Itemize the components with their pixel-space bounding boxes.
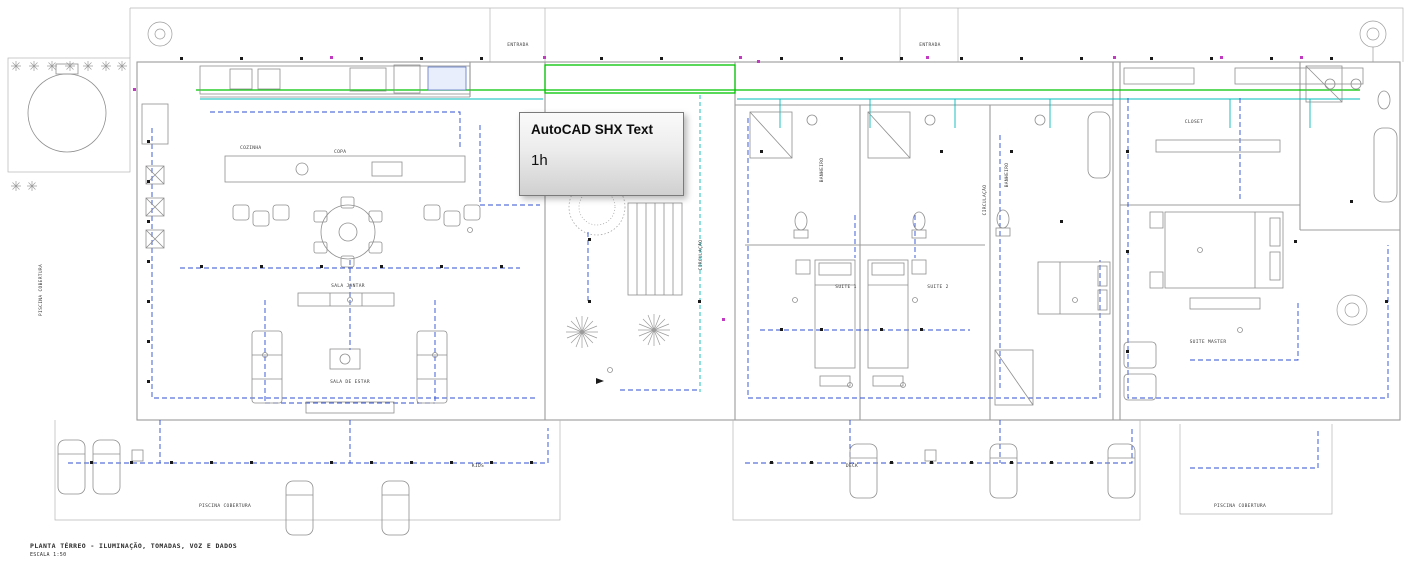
label-piscina-bottom-left: PISCINA COBERTURA bbox=[199, 503, 251, 509]
shx-popup-title: AutoCAD SHX Text bbox=[531, 122, 654, 137]
drawing-title: PLANTA TÉRREO - ILUMINAÇÃO, TOMADAS, VOZ… bbox=[30, 542, 238, 550]
building-walls bbox=[136, 61, 1401, 421]
room-labels: ENTRADA ENTRADA CIRCULAÇÃO CIRCULAÇÃO CO… bbox=[38, 42, 1266, 509]
site-boundary bbox=[129, 7, 1404, 62]
label-entrada-2: ENTRADA bbox=[919, 42, 940, 48]
label-suite-2: SUITE 2 bbox=[927, 284, 948, 290]
label-suite-master: SUITE MASTER bbox=[1190, 339, 1227, 345]
label-deck: DECK bbox=[846, 463, 858, 469]
label-circulacao-1: CIRCULAÇÃO bbox=[697, 240, 704, 271]
label-sala-jantar: SALA JANTAR bbox=[331, 283, 365, 289]
label-entrada-1: ENTRADA bbox=[507, 42, 528, 48]
electrical-symbols bbox=[90, 56, 1388, 464]
label-closet: CLOSET bbox=[1185, 119, 1203, 125]
furniture-layer bbox=[141, 64, 1398, 414]
tree-symbols bbox=[147, 20, 1387, 349]
label-cozinha: COZINHA bbox=[240, 145, 261, 151]
ceiling-light-symbols bbox=[262, 227, 1243, 388]
terraces bbox=[54, 420, 1333, 536]
circuit-lines bbox=[196, 64, 1360, 392]
wiring-layer bbox=[68, 98, 1389, 469]
sun-loungers bbox=[57, 439, 1136, 536]
shx-text-popup[interactable]: AutoCAD SHX Text 1h bbox=[519, 112, 684, 196]
label-circulacao-2: CIRCULAÇÃO bbox=[981, 185, 988, 216]
label-piscina-bottom-right: PISCINA COBERTURA bbox=[1214, 503, 1266, 509]
label-suite-1: SUITE 1 bbox=[835, 284, 856, 290]
label-banheiro-1: BANHEIRO bbox=[819, 158, 825, 183]
label-kids: KIDS bbox=[472, 463, 484, 469]
drawing-scale: ESCALA 1:50 bbox=[30, 552, 67, 558]
label-banheiro-2: BANHEIRO bbox=[1004, 163, 1010, 188]
left-annex bbox=[7, 57, 131, 192]
title-block: PLANTA TÉRREO - ILUMINAÇÃO, TOMADAS, VOZ… bbox=[30, 542, 237, 558]
label-piscina-left: PISCINA COBERTURA bbox=[38, 264, 44, 316]
label-sala-estar: SALA DE ESTAR bbox=[330, 379, 370, 385]
label-copa: COPA bbox=[334, 149, 346, 155]
shx-popup-content: 1h bbox=[531, 152, 548, 169]
